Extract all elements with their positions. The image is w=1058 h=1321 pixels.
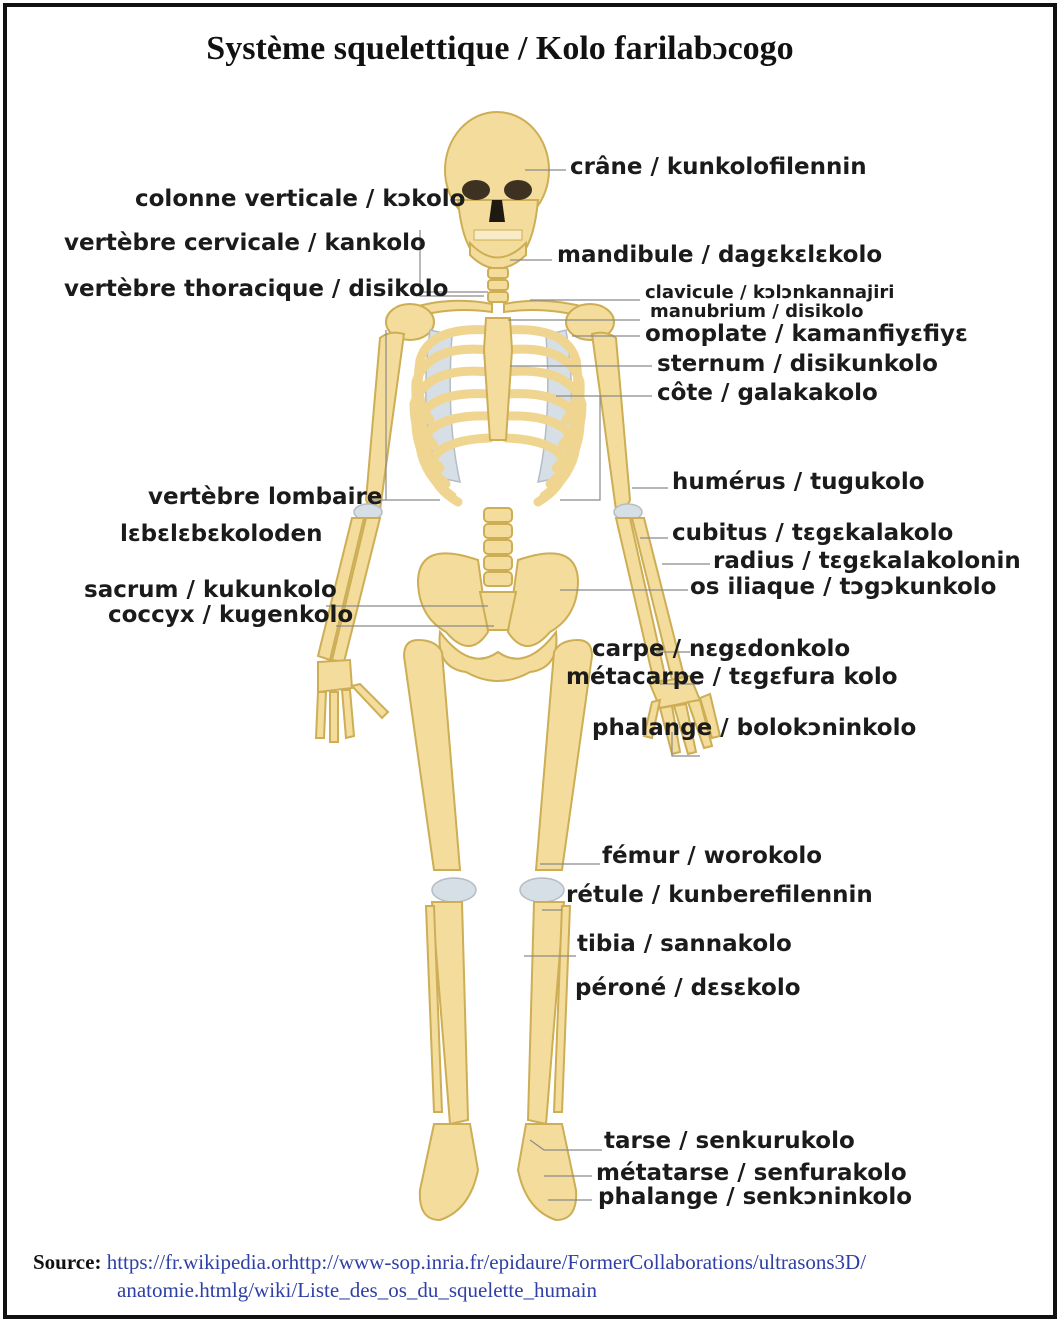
label-rotule: rétule / kunberefilennin — [566, 884, 873, 907]
label-tibia: tibia / sannakolo — [577, 933, 792, 956]
label-metacarpe: métacarpe / tɛgɛfura kolo — [566, 666, 898, 689]
label-lombaire-1: vertèbre lombaire — [148, 486, 382, 509]
label-tarse: tarse / senkurukolo — [604, 1130, 855, 1153]
label-coccyx: coccyx / kugenkolo — [108, 604, 353, 627]
label-metatarse: métatarse / senfurakolo — [596, 1162, 907, 1185]
label-mandibule: mandibule / dagɛkɛlɛkolo — [557, 244, 882, 267]
label-carpe: carpe / nɛgɛdonkolo — [592, 638, 850, 661]
label-sacrum: sacrum / kukunkolo — [84, 579, 337, 602]
label-cubitus: cubitus / tɛgɛkalakolo — [672, 522, 953, 545]
label-lombaire-2: lɛbɛlɛbɛkoloden — [120, 523, 323, 546]
rib-cage — [414, 318, 582, 502]
label-omoplate: omoplate / kamanfiyɛfiyɛ — [645, 323, 968, 346]
label-phalange-main: phalange / bolokɔninkolo — [592, 717, 916, 740]
right-arm — [316, 333, 404, 742]
cervical-spine — [488, 268, 508, 302]
source-url-line-2[interactable]: anatomie.htmlg/wiki/Liste_des_os_du_sque… — [117, 1278, 597, 1302]
label-colonne: colonne verticale / kɔkolo — [135, 188, 465, 211]
label-cervicale: vertèbre cervicale / kankolo — [64, 232, 426, 255]
legs — [404, 640, 592, 1220]
label-clavicule: clavicule / kɔlɔnkannajiri — [645, 284, 894, 302]
label-iliaque: os iliaque / tɔgɔkunkolo — [690, 576, 996, 599]
label-perone: péroné / dɛsɛkolo — [575, 977, 801, 1000]
label-cote: côte / galakakolo — [657, 382, 878, 405]
label-crane: crâne / kunkolofilennin — [570, 156, 867, 179]
label-manubrium: manubrium / disikolo — [650, 303, 863, 321]
source-label: Source: — [33, 1250, 101, 1274]
lumbar-spine — [484, 508, 512, 586]
label-sternum: sternum / disikunkolo — [657, 353, 938, 376]
source-citation: Source: https://fr.wikipedia.orhttp://ww… — [33, 1248, 1023, 1304]
source-url-line-1[interactable]: https://fr.wikipedia.orhttp://www-sop.in… — [107, 1250, 866, 1274]
label-humerus: humérus / tugukolo — [672, 471, 925, 494]
label-thoracique: vertèbre thoracique / disikolo — [64, 278, 448, 301]
label-radius: radius / tɛgɛkalakolonin — [713, 550, 1021, 573]
label-phalange-pied: phalange / senkɔninkolo — [598, 1186, 912, 1209]
label-femur: fémur / worokolo — [602, 845, 822, 868]
